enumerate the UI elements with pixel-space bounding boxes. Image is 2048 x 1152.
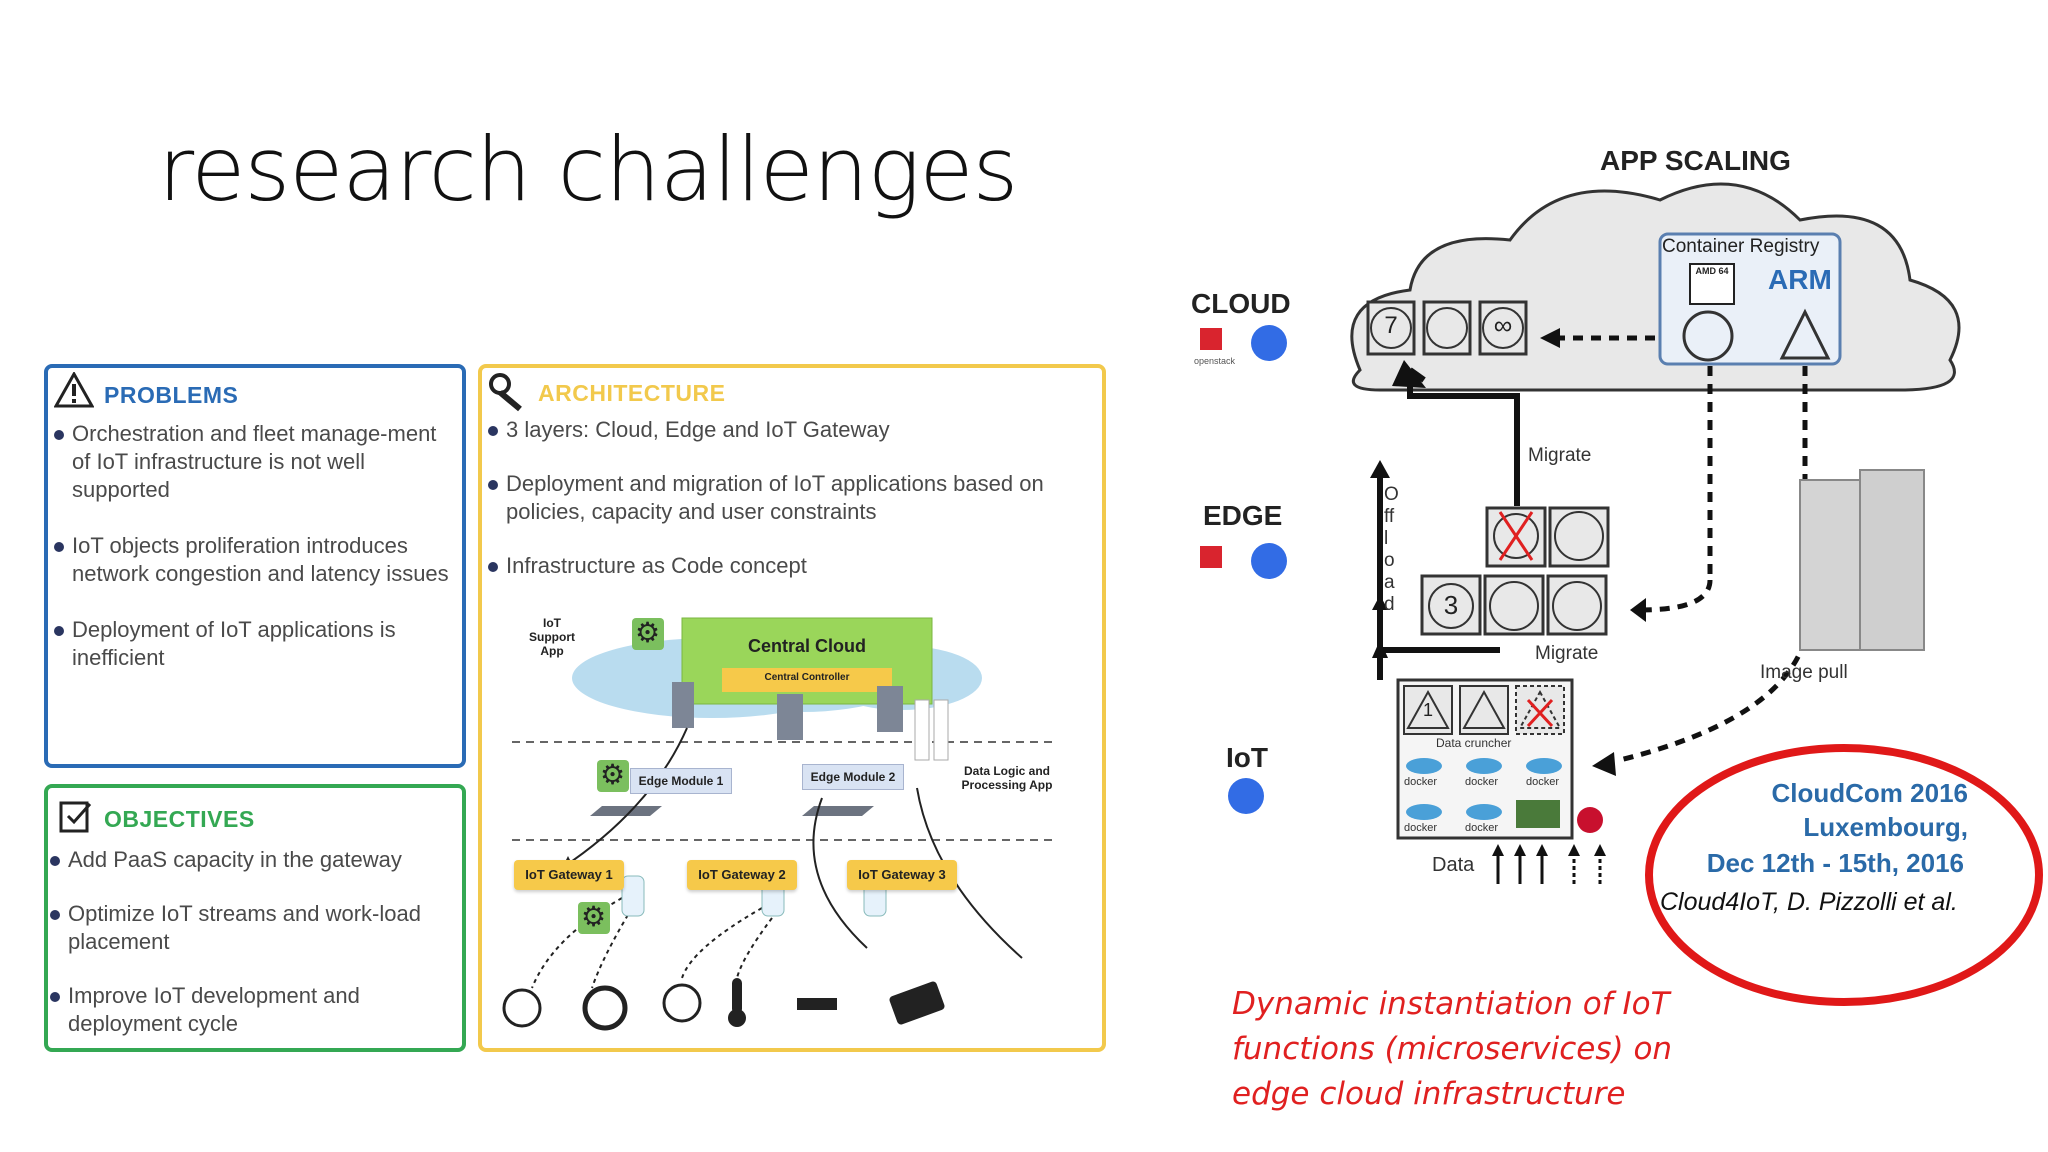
architecture-panel: ARCHITECTURE 3 layers: Cloud, Edge and I… (478, 364, 1106, 1052)
central-controller-label: Central Controller (764, 672, 850, 683)
conference-dates: Dec 12th - 15th, 2016 (1706, 848, 1964, 878)
docker-label: docker (1526, 776, 1560, 788)
node-cloud-7: 7 (1384, 312, 1398, 339)
conference-name: CloudCom 2016 (1771, 778, 1969, 808)
clipboard-check-icon (59, 801, 92, 833)
docker-label: docker (1404, 822, 1438, 834)
list-item: IoT objects proliferation introduces net… (54, 532, 460, 588)
docker-label: docker (1404, 776, 1438, 788)
node-iot-1: 1 (1422, 700, 1433, 720)
warning-icon (54, 372, 94, 408)
citation: Cloud4IoT, D. Pizzolli et al. (1660, 888, 1958, 916)
gear-icon (578, 900, 610, 934)
list-item: Deployment of IoT applications is ineffi… (54, 616, 460, 672)
iot-gateway-3: IoT Gateway 3 (847, 860, 957, 890)
problems-heading: PROBLEMS (104, 382, 239, 408)
conference-location: Luxembourg, (1803, 812, 1968, 842)
migrate-bottom-label: Migrate (1535, 643, 1599, 664)
iot-gateway-1: IoT Gateway 1 (514, 860, 624, 890)
data-logic-app-label: Data Logic and Processing App (961, 764, 1053, 792)
openstack-label: openstack (1194, 356, 1236, 366)
list-item: Infrastructure as Code concept (488, 552, 1096, 580)
list-item: Optimize IoT streams and work-load place… (50, 900, 460, 956)
conference-highlight-ellipse (1645, 744, 2043, 1006)
node-edge-3: 3 (1443, 590, 1459, 620)
wrench-icon (489, 373, 522, 412)
amd-logo: AMD 64 (1695, 266, 1729, 276)
data-label: Data (1432, 854, 1475, 876)
objectives-heading: OBJECTIVES (104, 806, 255, 832)
app-scaling-diagram (1200, 182, 1961, 884)
caption-line: Dynamic instantiation of IoT (1232, 986, 1670, 1022)
list-item: Add PaaS capacity in the gateway (50, 846, 460, 874)
gear-icon (597, 758, 629, 792)
layer-edge: EDGE (1203, 500, 1283, 531)
problems-list: Orchestration and fleet manage-ment of I… (54, 420, 460, 700)
problems-panel: PROBLEMS Orchestration and fleet manage-… (44, 364, 466, 768)
list-item: Deployment and migration of IoT applicat… (488, 470, 1096, 526)
architecture-heading: ARCHITECTURE (538, 380, 726, 406)
iot-support-app-label: IoT Support App (529, 616, 575, 658)
layer-iot: IoT (1226, 742, 1268, 773)
caption-line: edge cloud infrastructure (1232, 1076, 1626, 1112)
architecture-diagram (502, 617, 1052, 1031)
list-item: 3 layers: Cloud, Edge and IoT Gateway (488, 416, 1096, 444)
docker-label: docker (1465, 822, 1499, 834)
image-pull-label: Image pull (1760, 662, 1848, 683)
gear-icon (632, 616, 664, 650)
architecture-list: 3 layers: Cloud, Edge and IoT Gateway De… (488, 416, 1096, 608)
iot-gateway-2: IoT Gateway 2 (687, 860, 797, 890)
caption: Dynamic instantiation of IoT functions (… (1232, 982, 1672, 1117)
node-cloud-infinity: ∞ (1493, 310, 1513, 340)
list-item: Orchestration and fleet manage-ment of I… (54, 420, 460, 504)
slide-title: research challenges (158, 118, 1018, 221)
docker-label: docker (1465, 776, 1499, 788)
objectives-list: Add PaaS capacity in the gateway Optimiz… (50, 846, 460, 1066)
layer-cloud: CLOUD (1191, 288, 1291, 319)
central-cloud-label: Central Cloud (747, 636, 866, 656)
caption-line: functions (microservices) on (1232, 1031, 1673, 1067)
offload-label: Offload (1384, 484, 1399, 615)
container-registry-label: Container Registry (1662, 236, 1820, 257)
objectives-panel: OBJECTIVES Add PaaS capacity in the gate… (44, 784, 466, 1052)
edge-module-2: Edge Module 2 (802, 764, 904, 790)
app-scaling-title: APP SCALING (1600, 145, 1791, 176)
data-cruncher-label: Data cruncher (1436, 736, 1512, 750)
arm-label: ARM (1768, 264, 1832, 295)
migrate-top-label: Migrate (1528, 445, 1592, 466)
edge-module-1: Edge Module 1 (630, 768, 732, 794)
list-item: Improve IoT development and deployment c… (50, 982, 460, 1038)
